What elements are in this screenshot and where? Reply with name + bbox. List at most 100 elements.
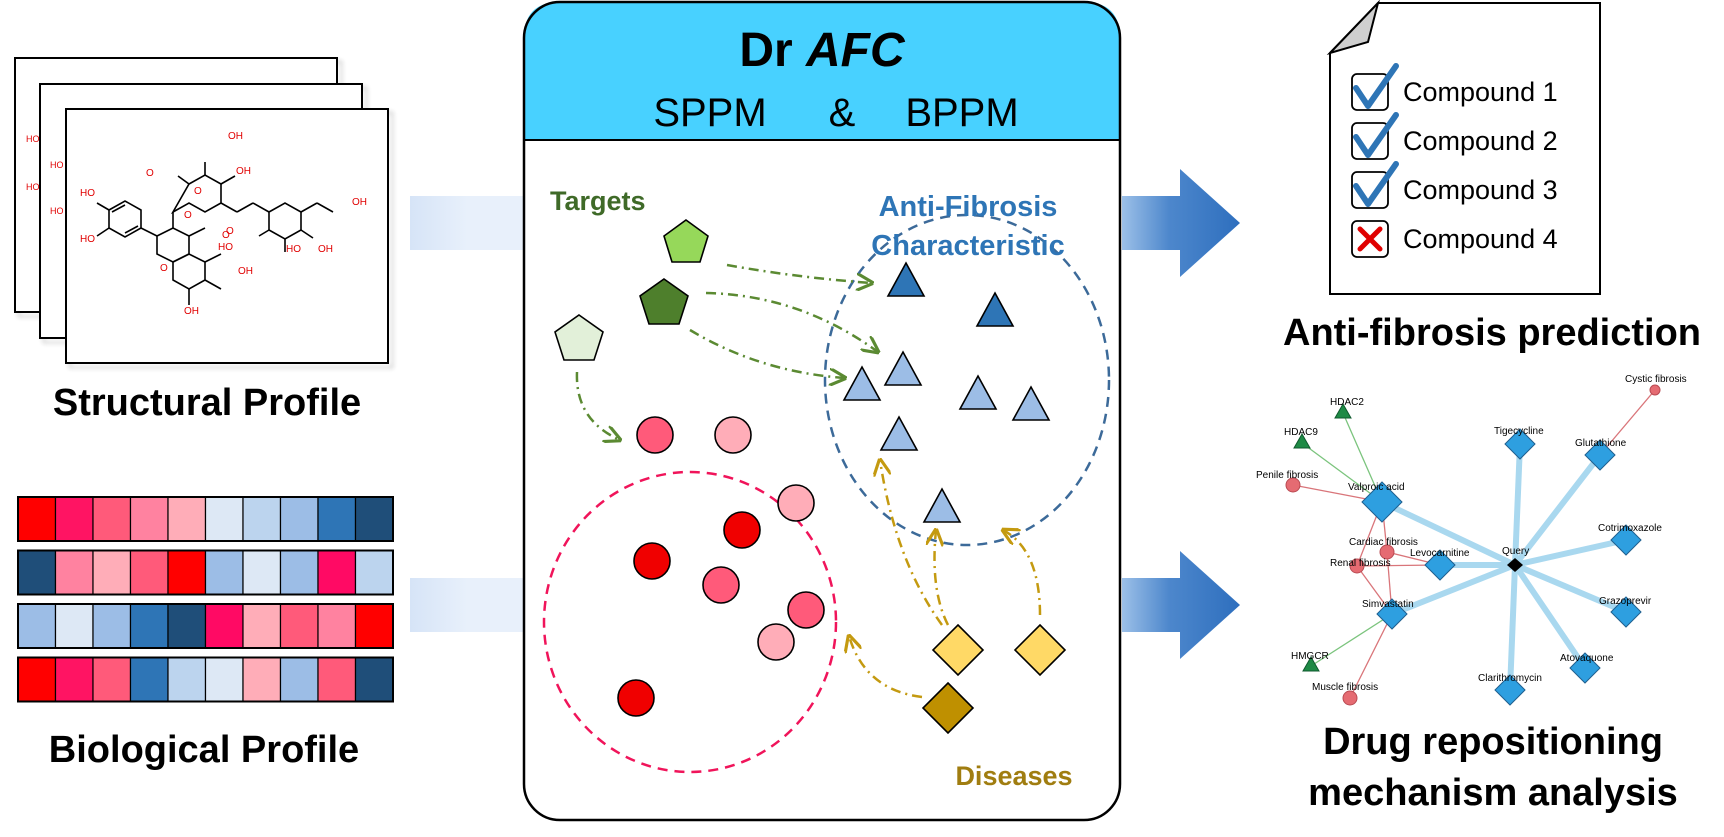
node-clarithromycin [1494,674,1526,706]
node-hdac9 [1293,432,1311,449]
compound-circle-8 [757,623,795,661]
label-glutathione: Glutathione [1575,438,1627,449]
label-cystic: Cystic fibrosis [1625,374,1687,385]
heatmap-cell [129,603,169,649]
document-folded-corner [1326,0,1380,55]
edge-query-grazoprevir [1512,562,1629,615]
heatmap-cell [242,656,282,703]
label-levocarnitine: Levocarnitine [1410,548,1470,559]
label-tigecycline: Tigecycline [1494,426,1544,437]
molecule-card-front [65,108,389,364]
heatmap-cell [167,656,207,703]
edge-glutathione-cystic [1599,389,1656,456]
node-atovaquone [1569,652,1601,684]
node-cotrimoxazole [1610,524,1642,556]
target-pentagon-pale [554,314,604,361]
node-penile-fibrosis [1285,477,1301,493]
panel-header [524,2,1120,140]
target-arrow-1 [726,263,872,283]
targets-label: Targets [550,186,646,216]
label-hmgcr: HMGCR [1291,651,1329,662]
target-arrow-3 [689,328,845,378]
af-triangle-6 [1011,385,1051,421]
molecule-label-o-3: O [184,210,192,221]
af-triangle-3 [883,350,923,386]
heatmap-cell [242,603,282,649]
af-triangle-4 [842,365,882,401]
panel-subtitle-sppm: SPPM [653,91,766,135]
af-triangle-7 [879,415,919,451]
heatmap-cell [92,603,132,649]
heatmap-cell [129,549,169,596]
af-triangle-8 [922,487,962,523]
node-renal-fibrosis [1349,558,1365,574]
heatmap-cell [204,549,244,596]
label-atovaquone: Atovaquone [1560,653,1614,664]
heatmap-cell [242,496,282,542]
heatmap-row [17,496,394,542]
target-arrow-4 [575,371,620,440]
molecule-label-mid-2: HO [50,206,64,216]
heatmap-cell [317,603,357,649]
compound-circle-4 [723,511,761,549]
heatmap-cell [129,496,169,542]
checkbox [1351,73,1389,111]
molecule-label-ho-1: O [146,168,154,179]
node-hmgcr [1302,655,1320,672]
heatmap-cell [317,656,357,703]
molecule-label-oh-3: OH [352,197,367,208]
edge-query-glutathione [1512,452,1603,568]
af-triangle-2 [975,291,1015,327]
anti-fibrosis-label-line2: Characteristic [871,230,1064,262]
checkbox [1351,122,1389,160]
edge-query-clarithromycin [1507,562,1518,693]
molecule-structure [96,162,334,305]
af-triangle-5 [958,374,998,410]
disease-arrow-1 [880,460,944,626]
heatmap-cell [354,656,394,703]
molecule-label-ho-3: HO [80,188,95,199]
biological-profile-title: Biological Profile [49,729,359,771]
compound-circle-3 [777,484,815,522]
disease-arrow-4 [849,636,923,699]
edge-query-atovaquone [1512,562,1588,671]
molecule-label-ho-4: HO [80,234,95,245]
heatmap-cell [92,549,132,596]
panel-subtitle-amp: & [829,91,856,135]
heatmap-cell [17,603,57,649]
prediction-title: Anti-fibrosis prediction [1283,312,1701,354]
checkbox [1351,171,1389,209]
arrow-to-prediction [1122,169,1240,277]
label-clarithromycin: Clarithromycin [1478,673,1542,684]
heatmap-cell [279,603,319,649]
molecule-label-back-1: HO [26,134,40,144]
disease-diamond-1 [931,623,985,677]
heatmap-cell [167,549,207,596]
node-query [1507,558,1523,572]
edge-query-valproic [1379,499,1518,568]
panel-title-prefix: Dr [739,24,806,77]
anti-fibrosis-cluster-outline [823,213,1111,547]
heatmap-cell [204,496,244,542]
checkmark-icon [1353,112,1399,158]
node-valproic-acid [1361,481,1403,523]
molecule-label-oh-5: OH [184,306,199,317]
label-penile: Penile fibrosis [1256,470,1318,481]
heatmap-cell [204,656,244,703]
diseases-label: Diseases [955,761,1072,791]
heatmap-cell [167,603,207,649]
heatmap-cell [129,656,169,703]
heatmap-cell [317,549,357,596]
arrow-to-mechanism [1122,551,1240,659]
node-glutathione [1584,439,1616,471]
disease-arrow-3 [1003,530,1042,616]
molecule-label-oh-1: OH [228,131,243,142]
flow-arrows-right [1122,169,1240,659]
node-tigecycline [1504,428,1536,460]
label-grazoprevir: Grazoprevir [1599,596,1652,607]
node-muscle-fibrosis [1342,690,1358,706]
compound-label: Compound 1 [1403,77,1558,107]
compound-label: Compound 3 [1403,175,1558,205]
flow-band-bottom-left [410,578,525,632]
